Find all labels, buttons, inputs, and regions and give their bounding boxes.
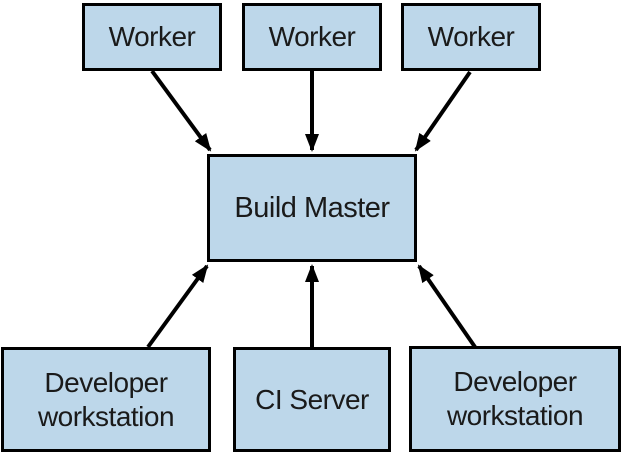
node-worker-2-label: Worker bbox=[268, 21, 356, 52]
node-developer-workstation-right-label: Developer workstation bbox=[446, 366, 584, 431]
node-build-master: Build Master bbox=[207, 154, 417, 262]
node-worker-3: Worker bbox=[401, 3, 541, 71]
node-build-master-label: Build Master bbox=[234, 192, 390, 224]
node-developer-workstation-left-label: Developer workstation bbox=[37, 366, 175, 432]
node-ci-server: CI Server bbox=[233, 347, 391, 452]
node-worker-2: Worker bbox=[242, 3, 382, 71]
node-developer-workstation-right: Developer workstation bbox=[409, 346, 621, 452]
arrow-worker3-to-build-master bbox=[414, 70, 472, 152]
arrow-dev-left-to-build-master bbox=[146, 264, 209, 349]
arrow-worker1-to-build-master bbox=[150, 69, 212, 152]
node-ci-server-label: CI Server bbox=[255, 383, 369, 415]
node-worker-1-label: Worker bbox=[108, 21, 196, 52]
arrow-dev-right-to-build-master bbox=[417, 264, 477, 349]
node-developer-workstation-left: Developer workstation bbox=[1, 347, 211, 452]
node-worker-3-label: Worker bbox=[427, 21, 515, 52]
node-worker-1: Worker bbox=[82, 3, 222, 71]
